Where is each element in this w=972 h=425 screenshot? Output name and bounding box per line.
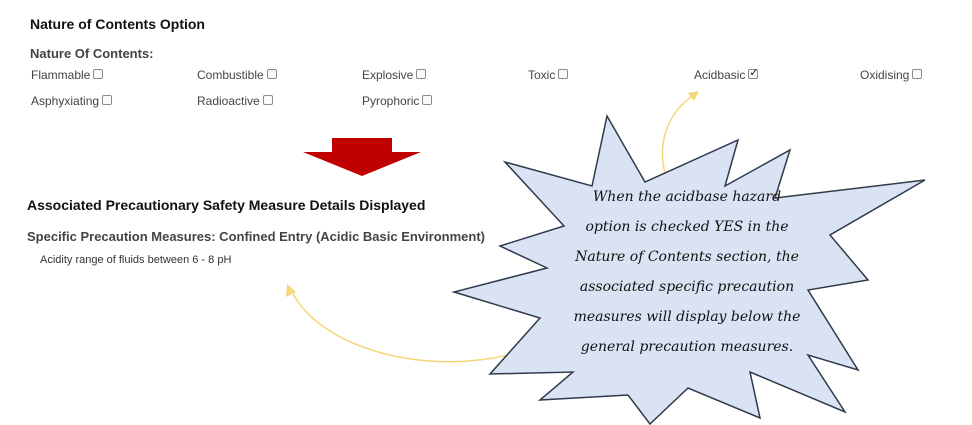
explosive-checkbox[interactable] <box>416 69 427 79</box>
callout-line: general precaution measures. <box>580 339 794 355</box>
connector-arrow-to-measure <box>290 289 521 363</box>
connector-arrow-to-checkbox <box>661 93 697 183</box>
associated-measures-title: Associated Precautionary Safety Measure … <box>27 197 426 213</box>
option-oxidising: Oxidising <box>860 68 923 82</box>
oxidising-checkbox[interactable] <box>912 69 923 79</box>
combustible-checkbox[interactable] <box>266 69 277 79</box>
callout-line: option is checked YES in the <box>585 219 789 235</box>
pyrophoric-checkbox[interactable] <box>422 95 433 105</box>
section-title: Nature of Contents Option <box>30 16 205 32</box>
option-explosive: Explosive <box>362 68 427 82</box>
option-acidbasic: Acidbasic <box>694 66 759 82</box>
option-combustible: Combustible <box>197 68 277 82</box>
toxic-checkbox[interactable] <box>558 69 569 79</box>
callout-starburst <box>451 113 926 425</box>
callout-text: When the acidbase hazard option is check… <box>537 182 837 362</box>
asphyxiating-checkbox[interactable] <box>102 95 113 105</box>
specific-precaution-heading: Specific Precaution Measures: Confined E… <box>27 229 485 244</box>
nature-of-contents-label: Nature Of Contents: <box>30 46 154 61</box>
option-toxic: Toxic <box>528 68 569 82</box>
connector-arrowhead-left <box>286 284 296 297</box>
option-asphyxiating: Asphyxiating <box>31 94 113 108</box>
callout-line: When the acidbase hazard <box>592 189 782 205</box>
precaution-measure-text: Acidity range of fluids between 6 - 8 pH <box>40 254 232 266</box>
flammable-checkbox[interactable] <box>93 69 104 79</box>
callout-line: measures will display below the <box>573 309 801 325</box>
option-pyrophoric: Pyrophoric <box>362 94 433 108</box>
callout-line: Nature of Contents section, the <box>575 249 799 265</box>
option-flammable: Flammable <box>31 68 104 82</box>
radioactive-checkbox[interactable] <box>262 95 273 105</box>
down-arrow-icon <box>303 138 421 176</box>
option-radioactive: Radioactive <box>197 94 273 108</box>
callout-line: associated specific precaution <box>579 279 795 295</box>
connector-arrowhead-top <box>688 91 699 101</box>
acidbasic-checkbox[interactable] <box>748 66 759 79</box>
